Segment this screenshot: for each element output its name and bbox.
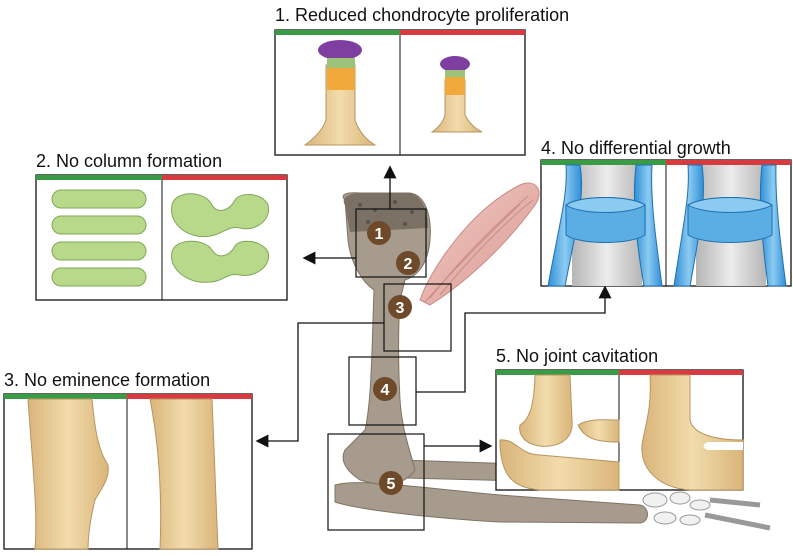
marker-3 (388, 295, 412, 319)
marker-1 (367, 221, 391, 245)
marker-5 (379, 471, 403, 495)
marker-3-label: 3 (396, 300, 405, 317)
marker-1-label: 1 (375, 226, 384, 243)
connector-arrows (255, 165, 612, 453)
control-bar (4, 394, 127, 399)
mutant-bar (619, 370, 743, 375)
panel-2 (35, 174, 288, 301)
panel-1-title: 1. Reduced chondrocyte proliferation (275, 5, 570, 25)
region-box-1 (355, 208, 427, 278)
control-bar (275, 30, 400, 35)
mutant-bar (400, 30, 525, 35)
marker-4-label: 4 (381, 382, 390, 399)
panel-4-title: 4. No differential growth (541, 138, 731, 158)
hand-bones (642, 491, 771, 531)
arrow-to-panel-4 (416, 285, 612, 393)
control-bar (496, 370, 619, 375)
control-bar (541, 160, 666, 165)
panel-3-title: 3. No eminence formation (4, 370, 211, 390)
mutant-bar (127, 394, 252, 399)
panel-5-title: 5. No joint cavitation (496, 346, 659, 366)
panel-4 (540, 159, 792, 287)
marker-4 (373, 377, 397, 401)
arrow-to-panel-3 (255, 322, 384, 448)
growth-plate-texture (343, 192, 428, 232)
marker-5-label: 5 (387, 476, 396, 493)
region-box-5 (327, 433, 425, 531)
panel-1 (274, 29, 526, 156)
mutant-bar (666, 160, 791, 165)
marker-2-label: 2 (404, 256, 413, 273)
panel-3 (3, 393, 253, 550)
region-box-3 (383, 283, 452, 352)
panel-5 (495, 369, 744, 491)
region-boxes (327, 208, 452, 531)
region-box-4 (348, 356, 417, 426)
marker-2 (396, 251, 420, 275)
panel-2-title: 2. No column formation (36, 151, 223, 171)
control-bar (36, 175, 162, 180)
mutant-bar (162, 175, 287, 180)
